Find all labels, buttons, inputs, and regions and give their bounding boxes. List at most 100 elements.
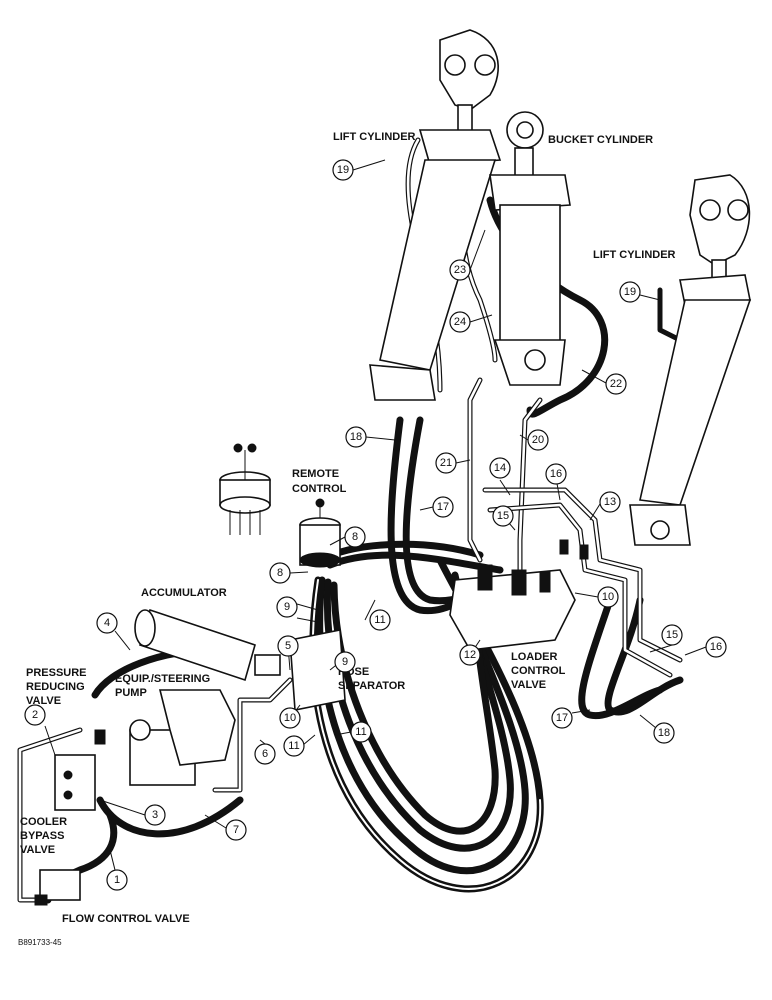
equip-steering-label-2: PUMP [115, 687, 147, 699]
svg-text:5: 5 [285, 640, 291, 652]
callout-18b: 18 [653, 722, 675, 744]
callout-21: 21 [435, 452, 457, 474]
lift-cylinder-left-label: LIFT CYLINDER [333, 131, 416, 143]
pressure-reducing-valve [54, 729, 106, 811]
accumulator-label: ACCUMULATOR [141, 587, 227, 599]
callout-9b: 9 [334, 651, 356, 673]
callout-19a: 19 [332, 159, 354, 181]
flow-control-valve [34, 869, 81, 906]
callout-15a: 15 [492, 505, 514, 527]
callout-1: 1 [106, 869, 128, 891]
svg-text:1: 1 [114, 874, 120, 886]
svg-text:14: 14 [494, 462, 506, 474]
loader-control-label-3: VALVE [511, 679, 546, 691]
loader-control-label-1: LOADER [511, 651, 558, 663]
callout-17a: 17 [432, 496, 454, 518]
hose-separator-label-2: SEPARATOR [338, 680, 405, 692]
remote-control-unit [219, 443, 271, 535]
accumulator [134, 608, 281, 682]
svg-text:12: 12 [464, 649, 476, 661]
svg-text:10: 10 [602, 591, 614, 603]
callout-18a: 18 [345, 426, 367, 448]
callout-13: 13 [599, 491, 621, 513]
callout-20: 20 [527, 429, 549, 451]
callout-23: 23 [449, 259, 471, 281]
svg-text:9: 9 [284, 601, 290, 613]
svg-text:4: 4 [104, 617, 110, 629]
svg-text:11: 11 [288, 740, 299, 752]
left-lift-cylinder [369, 29, 502, 401]
bucket-cylinder [489, 111, 571, 386]
svg-text:8: 8 [277, 567, 283, 579]
pressure-reducing-label-2: REDUCING [26, 681, 85, 693]
callout-7: 7 [225, 819, 247, 841]
steel-tubes [17, 137, 683, 903]
callout-16b: 16 [705, 636, 727, 658]
cooler-bypass-label-1: COOLER [20, 816, 67, 828]
bucket-cylinder-label: BUCKET CYLINDER [548, 134, 653, 146]
callout-11b: 11 [283, 735, 305, 757]
svg-text:10: 10 [284, 712, 296, 724]
remote-control-valve [299, 498, 341, 568]
loader-control-valve [449, 539, 589, 651]
callout-2: 2 [24, 704, 46, 726]
svg-text:7: 7 [233, 824, 239, 836]
svg-text:24: 24 [454, 316, 466, 328]
svg-text:16: 16 [710, 641, 722, 653]
callout-5: 5 [277, 635, 299, 657]
callout-22: 22 [605, 373, 627, 395]
hose-separator [289, 629, 346, 711]
svg-text:11: 11 [374, 614, 385, 626]
svg-text:15: 15 [666, 629, 678, 641]
callout-14: 14 [489, 457, 511, 479]
loader-control-label-2: CONTROL [511, 665, 566, 677]
svg-text:11: 11 [355, 726, 366, 738]
flow-control-label: FLOW CONTROL VALVE [62, 913, 190, 925]
svg-text:21: 21 [440, 457, 452, 469]
callout-19b: 19 [619, 281, 641, 303]
callout-12: 12 [459, 644, 481, 666]
remote-control-label-1: REMOTE [292, 468, 339, 480]
equip-steering-label-1: EQUIP./STEERING [115, 673, 210, 685]
callout-8b: 8 [344, 526, 366, 548]
hose-loops [309, 540, 544, 893]
callout-6: 6 [254, 743, 276, 765]
callout-11c: 11 [350, 721, 372, 743]
svg-text:18: 18 [350, 431, 362, 443]
callout-16a: 16 [545, 463, 567, 485]
pressure-reducing-label-3: VALVE [26, 695, 61, 707]
callout-10b: 10 [279, 707, 301, 729]
cooler-bypass-label-3: VALVE [20, 844, 55, 856]
callout-11a: 11 [369, 609, 391, 631]
svg-text:23: 23 [454, 264, 466, 276]
figure-id: B891733-45 [18, 938, 62, 947]
svg-text:15: 15 [497, 510, 509, 522]
callout-9a: 9 [276, 596, 298, 618]
svg-text:19: 19 [624, 286, 636, 298]
callout-3: 3 [144, 804, 166, 826]
pressure-reducing-label-1: PRESSURE [26, 667, 87, 679]
svg-text:20: 20 [532, 434, 544, 446]
remote-control-label-2: CONTROL [292, 483, 347, 495]
callout-10a: 10 [597, 586, 619, 608]
callout-8a: 8 [269, 562, 291, 584]
svg-text:13: 13 [604, 496, 616, 508]
callout-4: 4 [96, 612, 118, 634]
svg-text:17: 17 [437, 501, 449, 513]
svg-text:2: 2 [32, 709, 38, 721]
svg-text:8: 8 [352, 531, 358, 543]
svg-text:3: 3 [152, 809, 158, 821]
callout-15b: 15 [661, 624, 683, 646]
svg-text:16: 16 [550, 468, 562, 480]
callout-24: 24 [449, 311, 471, 333]
svg-text:17: 17 [556, 712, 568, 724]
svg-text:18: 18 [658, 727, 670, 739]
callout-17b: 17 [551, 707, 573, 729]
lift-cylinder-right-label: LIFT CYLINDER [593, 249, 676, 261]
svg-text:19: 19 [337, 164, 349, 176]
cooler-bypass-label-2: BYPASS [20, 830, 64, 842]
right-lift-cylinder [629, 174, 752, 546]
svg-text:22: 22 [610, 378, 622, 390]
svg-text:6: 6 [262, 748, 268, 760]
